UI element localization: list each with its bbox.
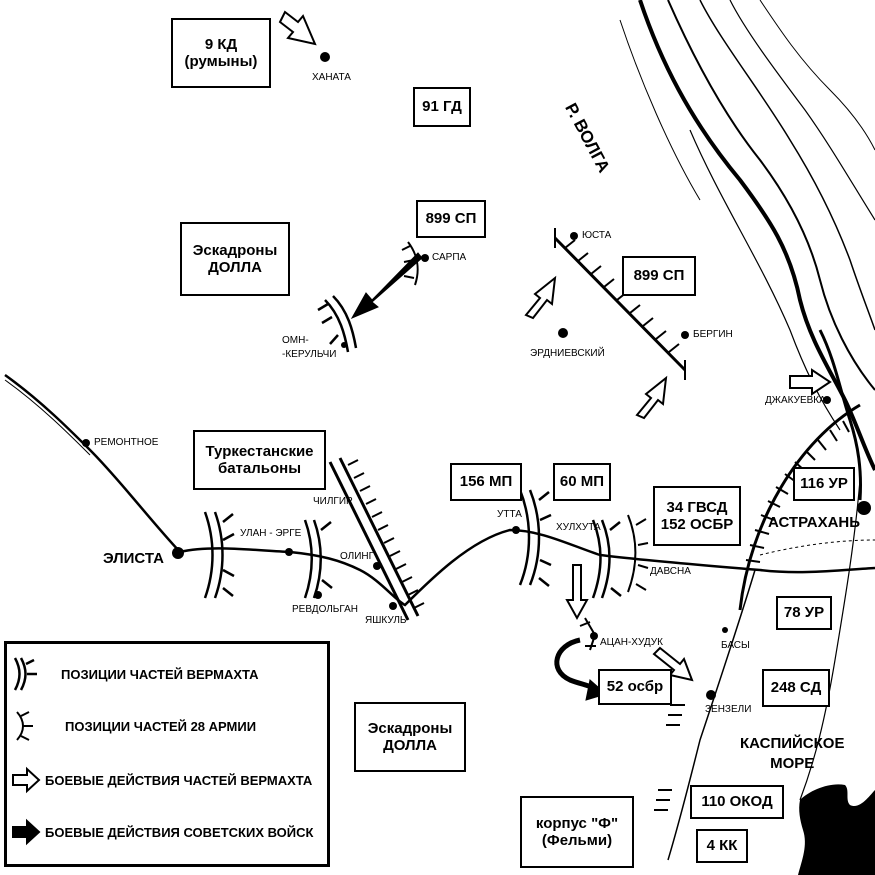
legend-text: ПОЗИЦИИ ЧАСТЕЙ ВЕРМАХТА	[61, 666, 259, 682]
label-elista: ЭЛИСТА	[103, 550, 164, 567]
legend-item-wehrmacht-actions: БОЕВЫЕ ДЕЙСТВИЯ ЧАСТЕЙ ВЕРМАХТА	[7, 760, 327, 800]
railway-line	[4, 373, 875, 607]
unit-110okod: 110 ОКОД	[690, 785, 784, 819]
place-revdolgan: РЕВДОЛЬГАН	[292, 604, 358, 615]
hollow-arrow-icon	[7, 760, 41, 800]
volga-river	[619, 0, 875, 501]
place-remontnoe: РЕМОНТНОЕ	[94, 437, 159, 448]
unit-91gd: 91 ГД	[413, 87, 471, 127]
army28-position-symbol	[7, 706, 41, 746]
place-utta: УТТА	[497, 509, 522, 520]
place-yusta: ЮСТА	[582, 230, 612, 241]
place-khanata: ХАНАТА	[312, 72, 351, 83]
place-zenzeli: ЗЕНЗЕЛИ	[705, 704, 752, 715]
wehrmacht-line-chilgir	[328, 457, 420, 621]
unit-turkestan: Туркестанские батальоны	[193, 430, 326, 490]
place-khulkhuta: ХУЛХУТА	[556, 522, 601, 533]
place-bergin: БЕРГИН	[693, 329, 733, 340]
solid-arrow-icon	[7, 812, 41, 852]
unit-899sp-a: 899 СП	[416, 200, 486, 238]
caspian-coast	[799, 479, 861, 801]
army28-positions	[401, 241, 685, 811]
legend-item-army28-positions: ПОЗИЦИИ ЧАСТЕЙ 28 АРМИИ	[7, 706, 327, 746]
place-oling: ОЛИНГ	[340, 551, 375, 562]
label-caspian-sea: КАСПИЙСКОЕ МОРЕ	[740, 735, 845, 772]
unit-156mp: 156 МП	[450, 463, 522, 501]
place-yashkul: ЯШКУЛЬ	[365, 615, 407, 626]
legend-item-wehrmacht-positions: ПОЗИЦИИ ЧАСТЕЙ ВЕРМАХТА	[7, 654, 327, 694]
unit-899sp-b: 899 СП	[622, 256, 696, 296]
legend-item-soviet-actions: БОЕВЫЕ ДЕЙСТВИЯ СОВЕТСКИХ ВОЙСК	[7, 812, 327, 852]
settlement-dots	[82, 52, 871, 700]
label-astrakhan: АСТРАХАНЬ	[768, 514, 861, 531]
place-sarpa: САРПА	[432, 252, 467, 263]
unit-4kk: 4 КК	[696, 829, 748, 863]
wehrmacht-attack-arrows	[278, 10, 832, 682]
unit-9kd: 9 КД (румыны)	[171, 18, 271, 88]
coast-landmass	[798, 784, 875, 875]
wehrmacht-positions	[203, 295, 622, 599]
legend-text: ПОЗИЦИИ ЧАСТЕЙ 28 АРМИИ	[65, 718, 257, 734]
unit-60mp: 60 МП	[553, 463, 611, 501]
place-atsan-khuduk: АЦАН-ХУДУК	[600, 637, 663, 648]
unit-korpus-f: корпус "Ф" (Фельми)	[520, 796, 634, 868]
unit-34gvsd: 34 ГВСД 152 ОСБР	[653, 486, 741, 546]
wehrmacht-position-symbol	[7, 654, 41, 694]
legend: ПОЗИЦИИ ЧАСТЕЙ ВЕРМАХТА ПОЗИЦИИ ЧАСТЕЙ 2…	[4, 641, 330, 867]
soviet-defense-line-899	[553, 228, 687, 380]
unit-dolla-bottom: Эскадроны ДОЛЛА	[354, 702, 466, 772]
unit-248sd: 248 СД	[762, 669, 830, 707]
place-basy: БАСЫ	[721, 640, 750, 651]
unit-78ur: 78 УР	[776, 596, 832, 630]
unit-dolla-top: Эскадроны ДОЛЛА	[180, 222, 290, 296]
place-ulan-erge: УЛАН - ЭРГЕ	[240, 528, 302, 539]
place-omn-kerulchi: ОМН- -КЕРУЛЬЧИ	[282, 335, 337, 360]
place-erdnievsky: ЭРДНИЕВСКИЙ	[530, 348, 605, 359]
legend-text: БОЕВЫЕ ДЕЙСТВИЯ СОВЕТСКИХ ВОЙСК	[45, 824, 314, 840]
place-davsna: ДАВСНА	[650, 566, 691, 577]
astrakhan-defense-arc	[738, 403, 861, 611]
unit-116ur: 116 УР	[793, 467, 855, 501]
unit-52osbr: 52 осбр	[598, 669, 672, 705]
place-dzhakuevka: ДЖАКУЕВКА	[765, 395, 826, 406]
place-chilgir: ЧИЛГИР	[313, 496, 353, 507]
legend-text: БОЕВЫЕ ДЕЙСТВИЯ ЧАСТЕЙ ВЕРМАХТА	[45, 772, 313, 788]
